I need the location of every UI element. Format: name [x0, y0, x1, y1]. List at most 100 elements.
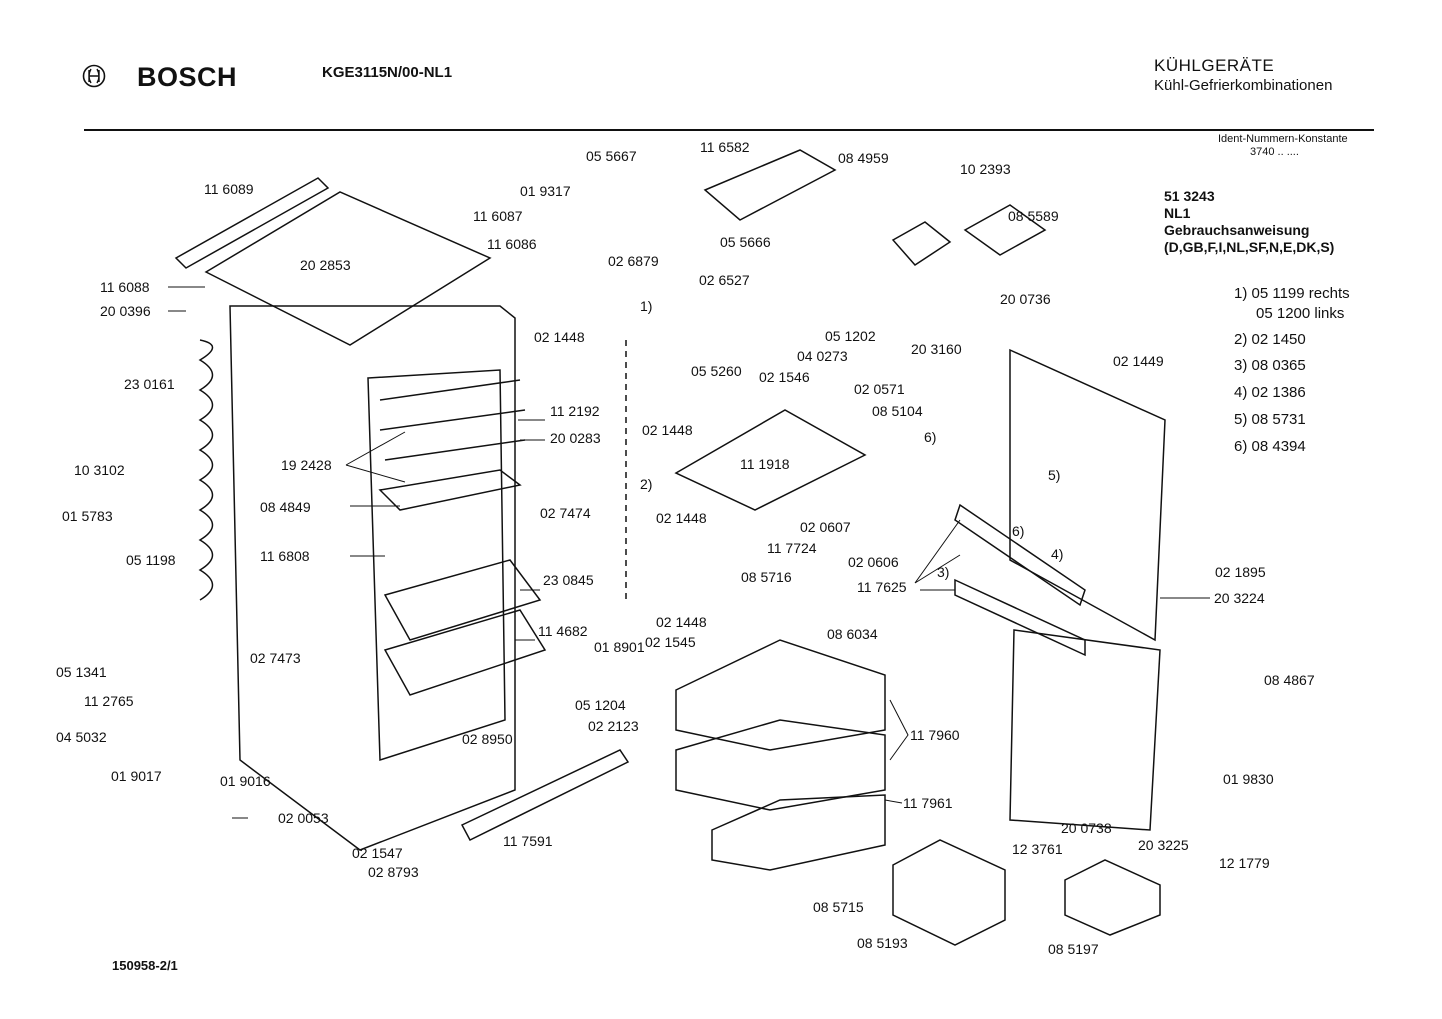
- part-label: 01 9017: [111, 768, 162, 784]
- leader-line: [345, 419, 545, 483]
- header-divider: [84, 129, 1374, 131]
- part-label: 10 3102: [74, 462, 125, 478]
- part-label: 11 7961: [903, 795, 953, 811]
- part-label: 20 0738: [1061, 820, 1112, 836]
- leader-line: [168, 286, 248, 819]
- part-shapes: [174, 149, 1166, 946]
- manual-title: Gebrauchsanweisung: [1164, 222, 1310, 238]
- part-label: 01 9317: [520, 183, 571, 199]
- part-label: 02 6879: [608, 253, 659, 269]
- freezer-basket-upper: [383, 559, 542, 641]
- part-label: 11 4682: [538, 623, 588, 639]
- part-label: 01 5783: [62, 508, 113, 524]
- cabinet-interior: [367, 369, 506, 762]
- part-label: 12 1779: [1219, 855, 1270, 871]
- egg-tray: [963, 204, 1047, 256]
- part-label: 1): [640, 298, 652, 314]
- part-label: 11 6088: [100, 279, 150, 295]
- part-label: 02 1895: [1215, 564, 1266, 580]
- part-label: 08 5104: [872, 403, 923, 419]
- part-label: 02 0571: [854, 381, 905, 397]
- top-grille: [174, 177, 330, 269]
- brand-name: BOSCH: [137, 62, 238, 92]
- part-label: 20 2853: [300, 257, 351, 273]
- part-label: 05 5667: [586, 148, 637, 164]
- part-label: 02 8950: [462, 731, 513, 747]
- part-label: 10 2393: [960, 161, 1011, 177]
- bosch-logo-icon: [82, 64, 106, 88]
- note-4: 4) 02 1386: [1234, 384, 1306, 401]
- part-label: 01 8901: [594, 639, 645, 655]
- part-label: 11 7625: [857, 579, 907, 595]
- category-title: KÜHLGERÄTE: [1154, 56, 1275, 75]
- part-label: 02 1448: [534, 329, 585, 345]
- part-label: 02 1547: [352, 845, 403, 861]
- note-3: 3) 08 0365: [1234, 357, 1306, 374]
- wire-rack-1: [379, 379, 526, 461]
- part-label: 3): [937, 564, 949, 580]
- part-label: 11 7724: [767, 540, 817, 556]
- part-label: 08 4867: [1264, 672, 1315, 688]
- note-2: 2) 02 1450: [1234, 331, 1306, 348]
- part-label: 20 3160: [911, 341, 962, 357]
- part-label: 05 1341: [56, 664, 107, 680]
- note-1b: 05 1200 links: [1256, 305, 1345, 322]
- condenser-coil: [198, 339, 214, 601]
- part-label: 11 7960: [910, 727, 960, 743]
- part-label: 02 7473: [250, 650, 301, 666]
- part-label: 05 5260: [691, 363, 742, 379]
- leader-line: [914, 519, 961, 591]
- model-number: KGE3115N/00-NL1: [322, 64, 453, 81]
- part-label: 08 4849: [260, 499, 311, 515]
- part-label: 05 1202: [825, 328, 876, 344]
- part-label: 23 0845: [543, 572, 594, 588]
- cabinet-body: [229, 305, 516, 851]
- note-1: 1) 05 1199 rechts: [1234, 285, 1350, 302]
- part-label: 20 0736: [1000, 291, 1051, 307]
- part-label: 12 3761: [1012, 841, 1063, 857]
- part-label: 20 3224: [1214, 590, 1265, 606]
- part-label: 4): [1051, 546, 1063, 562]
- part-label: 01 9016: [220, 773, 271, 789]
- category-subtitle: Kühl-Gefrierkombinationen: [1154, 77, 1333, 94]
- part-label: 05 5666: [720, 234, 771, 250]
- part-labels: 11 6089 20 2853 11 6087 11 6086 11 6088 …: [56, 139, 1315, 957]
- part-label: 05 1204: [575, 697, 626, 713]
- part-label: 08 5193: [857, 935, 908, 951]
- part-label: 01 9830: [1223, 771, 1274, 787]
- manual-number: 51 3243: [1164, 188, 1215, 204]
- manual-languages: (D,GB,F,I,NL,SF,N,E,DK,S): [1164, 239, 1335, 255]
- part-label: 11 6086: [487, 236, 537, 252]
- drawer-middle: [675, 719, 886, 811]
- part-label: 20 3225: [1138, 837, 1189, 853]
- part-label: 11 7591: [503, 833, 553, 849]
- part-label: 02 1448: [656, 614, 707, 630]
- upper-door: [1009, 348, 1166, 642]
- top-cover: [204, 191, 492, 346]
- part-label: 08 5715: [813, 899, 864, 915]
- part-label: 5): [1048, 467, 1060, 483]
- part-label: 02 1449: [1113, 353, 1164, 369]
- control-box: [703, 149, 837, 221]
- leader-line: [350, 505, 540, 641]
- part-label: 08 5716: [741, 569, 792, 585]
- part-label: 02 1545: [645, 634, 696, 650]
- ice-box: [892, 839, 1006, 946]
- part-label: 08 5197: [1048, 941, 1099, 957]
- part-label: 02 0606: [848, 554, 899, 570]
- part-label: 11 6808: [260, 548, 310, 564]
- part-label: 02 1546: [759, 369, 810, 385]
- ident-label: Ident-Nummern-Konstante: [1218, 133, 1348, 145]
- leader-lines: [168, 286, 1210, 819]
- drawer-upper: [675, 639, 886, 751]
- part-label: 11 2192: [550, 403, 600, 419]
- part-label: 19 2428: [281, 457, 332, 473]
- part-label: 08 6034: [827, 626, 878, 642]
- drawing-number: 150958-2/1: [112, 958, 178, 973]
- part-label: 20 0283: [550, 430, 601, 446]
- glass-plate: [674, 409, 867, 511]
- part-label: 05 1198: [126, 552, 176, 568]
- part-label: 02 2123: [588, 718, 639, 734]
